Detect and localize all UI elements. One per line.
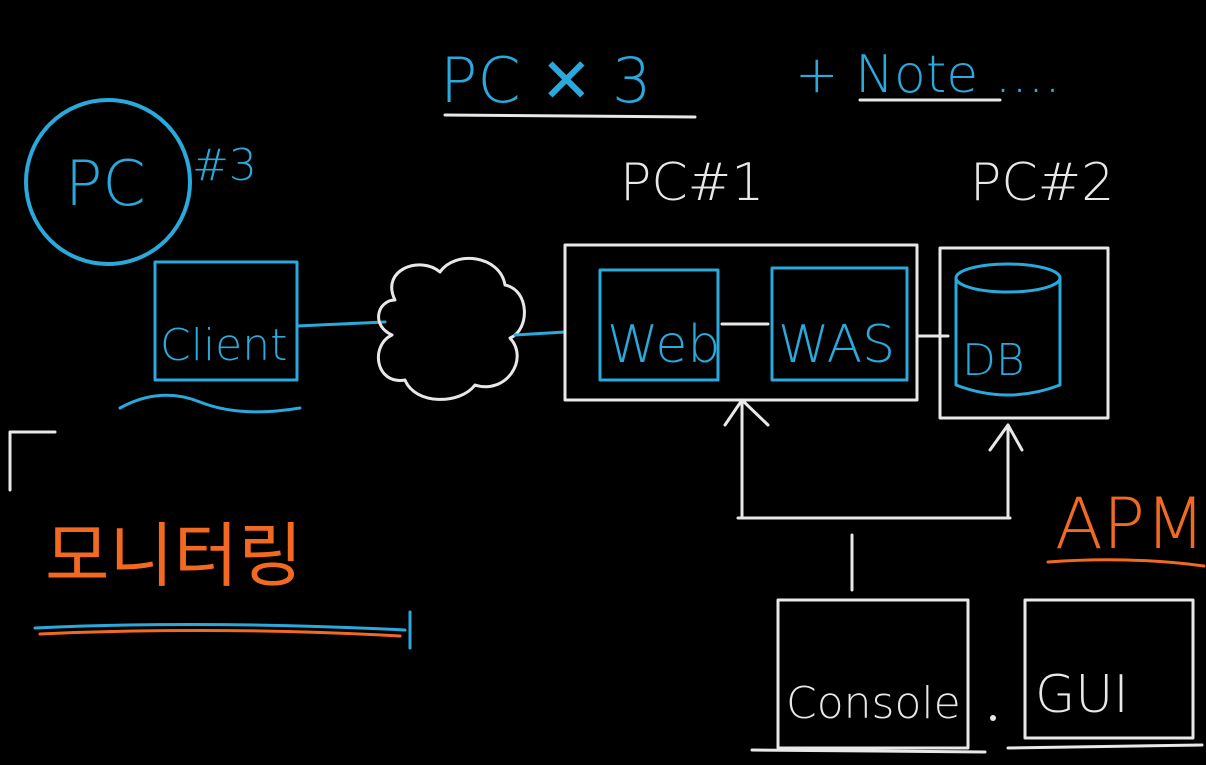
gui-label: GUI: [1035, 665, 1129, 725]
separator-dot: [990, 715, 996, 721]
cloud-icon: [376, 257, 526, 401]
monitoring-label: 모니터링: [45, 515, 303, 597]
apm-label: APM: [1055, 483, 1206, 565]
monitoring-group: 모니터링: [8, 430, 412, 650]
arrow-head-pc1: [723, 398, 770, 427]
gui-box: [1023, 598, 1195, 740]
web-label: Web: [607, 315, 720, 375]
gui-baseline: [1006, 743, 1204, 750]
heading-underline: [443, 113, 697, 119]
pc3-circle: [24, 98, 192, 266]
monitoring-bracket: [8, 430, 57, 492]
pc3-tag: #3: [192, 140, 257, 191]
monitoring-arrows: [723, 398, 1024, 592]
gui-group: GUI: [1006, 598, 1204, 750]
was-label: WAS: [778, 315, 895, 375]
heading-title: PC ✕ 3: [440, 44, 652, 117]
client-box: [153, 260, 299, 382]
pc3-group: PC #3: [24, 98, 257, 266]
client-group: Client: [118, 260, 302, 414]
pc2-server-box: [938, 246, 1110, 420]
console-label: Console: [786, 678, 961, 729]
client-underline-wave: [118, 393, 302, 414]
heading-group: PC ✕ 3 + Note ....: [440, 44, 1061, 119]
web-box: [598, 268, 720, 382]
client-label: Client: [160, 320, 287, 371]
pc3-label: PC: [65, 147, 146, 220]
console-box: [776, 598, 970, 750]
client-cloud-connector: [295, 320, 387, 328]
was-box: [770, 266, 909, 382]
db-label: DB: [962, 335, 1025, 386]
cloud-server-connector: [513, 330, 567, 337]
monitoring-underline-blue: [33, 622, 407, 632]
pc1-label: PC#1: [620, 153, 764, 213]
arrow-head-pc2: [988, 423, 1024, 452]
heading-note: + Note ....: [795, 45, 1061, 105]
pc2-server-group: DB: [938, 246, 1110, 420]
monitoring-underline-orange: [38, 628, 402, 638]
pc1-server-group: Web WAS: [563, 243, 919, 402]
apm-underline: [1046, 558, 1206, 568]
database-cylinder-icon: [954, 262, 1062, 397]
console-group: Console: [750, 598, 987, 754]
pc2-label: PC#2: [970, 153, 1114, 213]
console-baseline: [750, 748, 987, 754]
